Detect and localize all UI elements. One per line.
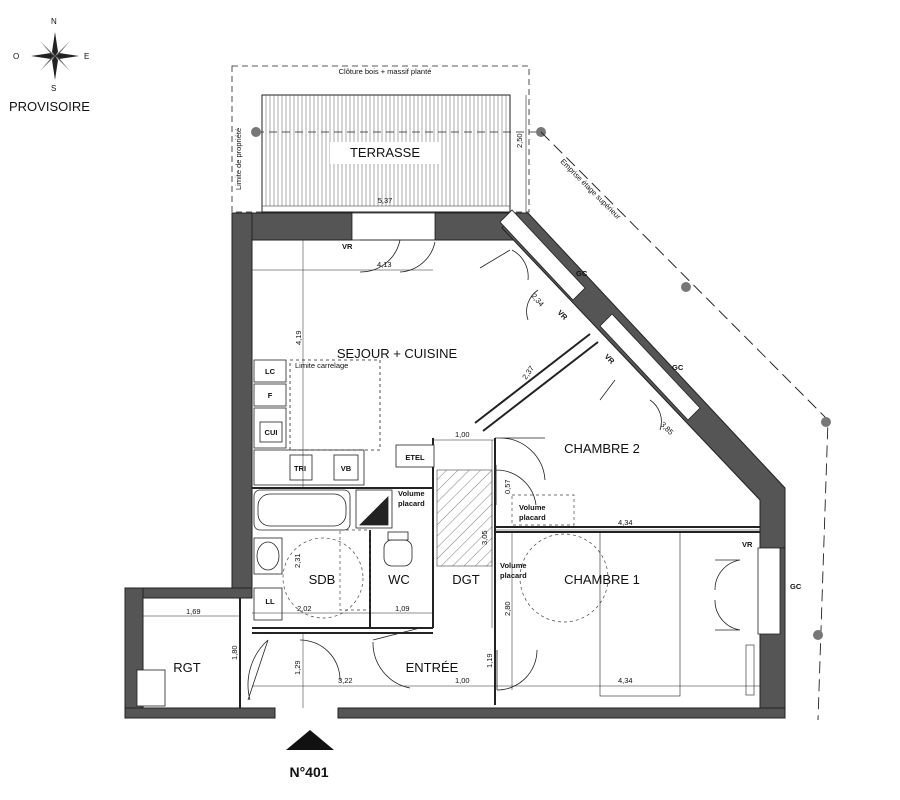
label-gc: GC [672,363,684,372]
kitchen-fixtures [253,359,435,486]
fixture-volume-placard-a1: Volume [398,489,425,498]
dim-dgt-bottom: 1,00 [455,676,470,685]
room-chambre1: CHAMBRE 1 [564,572,640,587]
label-vr: VR [742,540,753,549]
terrace-boundary [231,65,530,213]
dim-sejour-width: 4,13 [377,260,392,269]
status-label: PROVISOIRE [9,99,90,114]
room-entree: ENTRÉE [406,660,459,675]
dim-diag-3: 3,85 [659,420,676,437]
room-rgt: RGT [173,660,201,675]
compass-o-label: O [13,52,19,61]
radiator [745,644,755,696]
window-frames [351,209,781,635]
bed-outline [599,531,681,697]
fixture-volume-placard-c2: placard [500,571,527,580]
room-sdb: SDB [309,572,336,587]
note-limite-propriete: Limite de propriété [234,128,243,190]
room-terrasse: TERRASSE [350,145,420,160]
label-gc: GC [576,269,588,278]
clearance-circles [282,494,609,623]
compass-rose-icon [31,32,79,80]
note-limite-carrelage: Limite carrelage [295,361,348,370]
label-vr: VR [556,308,570,322]
compass-s-label: S [51,84,56,93]
dim-dgt-top: 1,00 [455,430,470,439]
note-emprise: Emprise étage supérieur [559,157,623,221]
tree-icon [813,630,823,640]
placard-hatch [436,469,493,567]
label-gc: GC [790,582,802,591]
dim-placard-h: 0,57 [503,479,512,494]
label-vr: VR [603,352,617,366]
interior-walls [239,333,760,708]
fixture-f: F [268,391,273,400]
tree-icon [681,282,691,292]
dim-wc-w: 1,09 [395,604,410,613]
dim-rgt-w: 1,69 [186,607,201,616]
fixture-volume-placard-b2: placard [519,513,546,522]
dim-rgt-h: 1,80 [230,645,239,660]
dim-sdb-w: 2,02 [297,604,312,613]
room-dgt: DGT [452,572,480,587]
dim-entree-v: 1,29 [293,660,302,675]
dim-chambre1-top: 4,34 [618,518,633,527]
fixture-vb: VB [341,464,352,473]
fixture-volume-placard-a2: placard [398,499,425,508]
tree-icon [821,417,831,427]
unit-number: N°401 [289,764,328,780]
room-sejour: SEJOUR + CUISINE [337,346,458,361]
fixture-lc: LC [265,367,276,376]
dim-dgt-v: 3,05 [480,530,489,545]
dim-sejour-depth: 4,19 [294,330,303,345]
fixture-cui: CUI [265,428,278,437]
compass-n-label: N [51,17,57,26]
label-vr: VR [342,242,353,251]
fixture-volume-placard-b1: Volume [519,503,546,512]
bathroom-fixtures [136,489,413,707]
dim-chambre1-v: 2,80 [503,601,512,616]
fixture-ll: LL [265,597,275,606]
dim-sdb-v: 2,31 [293,553,302,568]
fixture-etel: ETEL [405,453,425,462]
dimension-lines [143,240,760,708]
dim-entree-w: 3,22 [338,676,353,685]
tree-icon [251,127,261,137]
compass-e-label: E [84,52,89,61]
note-cloture: Clôture bois + massif planté [339,67,432,76]
room-chambre2: CHAMBRE 2 [564,441,640,456]
dim-terrasse-depth: 2,50 [515,133,524,148]
entrance-arrow-icon [286,730,334,750]
dim-diag-1: 2,34 [529,292,545,309]
dim-entree-r: 1,19 [485,653,494,668]
fixture-tri: TRI [294,464,306,473]
room-wc: WC [388,572,410,587]
dim-chambre1-bottom: 4,34 [618,676,633,685]
limite-carrelage-box [289,359,381,451]
fixture-volume-placard-c1: Volume [500,561,527,570]
dim-terrasse-width: 5,37 [378,196,393,205]
